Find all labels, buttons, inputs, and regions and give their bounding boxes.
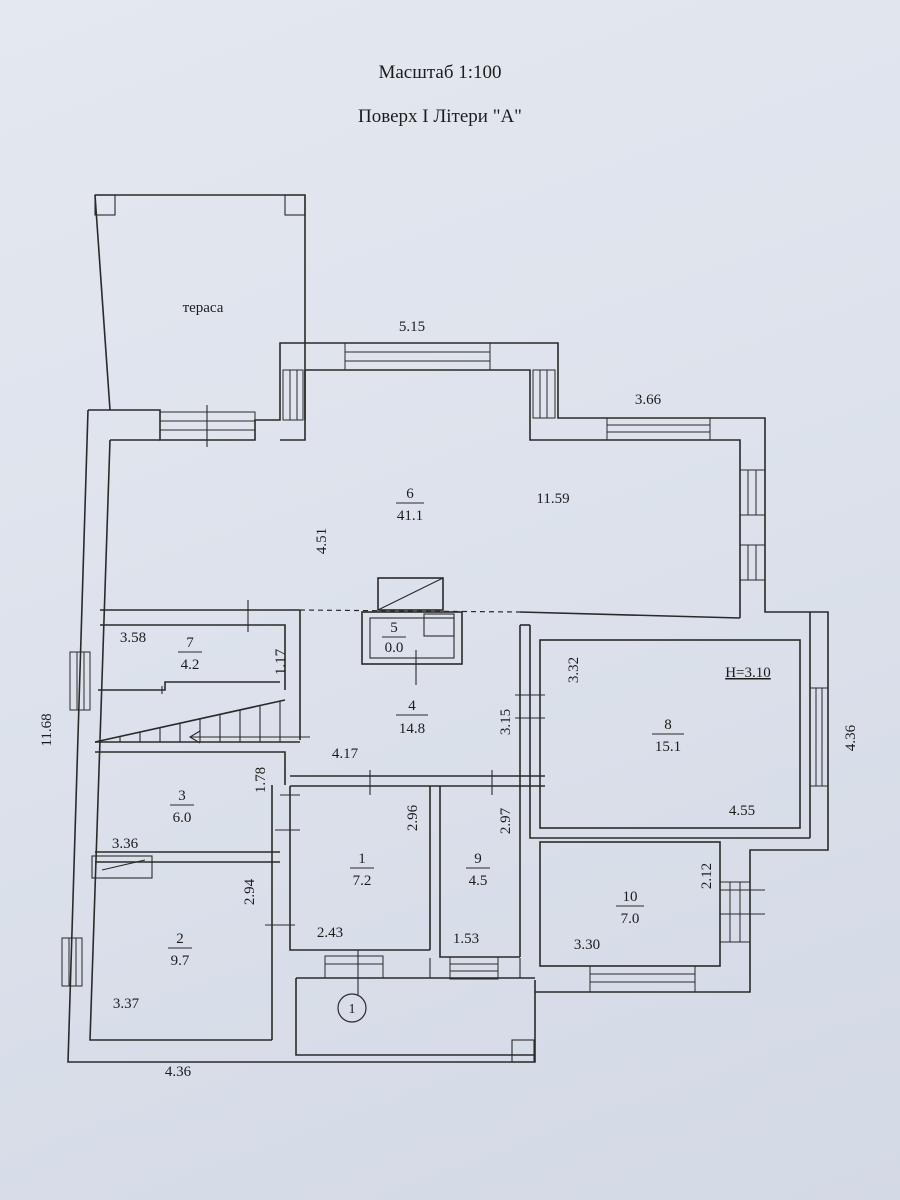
svg-text:1: 1 bbox=[358, 851, 366, 867]
dim-room3-depth: 1.78 bbox=[253, 767, 269, 793]
room-5-label: 5 0.0 bbox=[382, 620, 406, 656]
svg-text:8: 8 bbox=[664, 717, 672, 733]
svg-text:6: 6 bbox=[406, 486, 414, 502]
svg-text:9: 9 bbox=[474, 851, 482, 867]
svg-text:7.2: 7.2 bbox=[353, 873, 372, 889]
walls bbox=[67, 194, 829, 1063]
dim-overall-right: 4.36 bbox=[843, 724, 859, 751]
dim-room6-depth: 4.51 bbox=[314, 528, 330, 554]
dim-room2-depth: 2.94 bbox=[242, 878, 258, 905]
room-1-label: 1 7.2 bbox=[350, 851, 374, 889]
room-10-label: 10 7.0 bbox=[616, 889, 644, 927]
svg-text:15.1: 15.1 bbox=[655, 739, 681, 755]
dim-room7-width: 3.58 bbox=[120, 630, 146, 646]
dim-room1-depth: 2.96 bbox=[405, 804, 421, 831]
dim-top-bay: 5.15 bbox=[399, 319, 425, 335]
svg-text:0.0: 0.0 bbox=[385, 640, 404, 656]
room-2-label: 2 9.7 bbox=[168, 931, 192, 969]
windows bbox=[61, 342, 829, 993]
dim-room3-width: 3.36 bbox=[112, 836, 139, 852]
dim-room1-width: 2.43 bbox=[317, 925, 343, 941]
dim-room8-depth: 3.32 bbox=[566, 657, 582, 683]
svg-text:7: 7 bbox=[186, 635, 194, 651]
svg-text:4: 4 bbox=[408, 698, 416, 714]
svg-text:5: 5 bbox=[390, 620, 398, 636]
staircase bbox=[119, 701, 310, 744]
svg-text:14.8: 14.8 bbox=[399, 721, 425, 737]
dim-hall-width: 4.17 bbox=[332, 746, 359, 762]
dim-room9-depth: 2.97 bbox=[498, 807, 514, 834]
svg-text:4.2: 4.2 bbox=[181, 657, 200, 673]
svg-text:3: 3 bbox=[178, 788, 186, 804]
scale-label: Масштаб 1:100 bbox=[378, 62, 501, 83]
room-3-label: 3 6.0 bbox=[170, 788, 194, 826]
svg-text:6.0: 6.0 bbox=[173, 810, 192, 826]
door-marks bbox=[161, 600, 765, 995]
dim-overall-left: 11.68 bbox=[39, 713, 55, 746]
svg-text:2: 2 bbox=[176, 931, 184, 947]
room-7-label: 7 4.2 bbox=[178, 635, 202, 673]
svg-text:9.7: 9.7 bbox=[171, 953, 190, 969]
dim-room6-width: 11.59 bbox=[536, 491, 569, 507]
svg-text:1: 1 bbox=[349, 1002, 356, 1017]
room-9-label: 9 4.5 bbox=[466, 851, 490, 889]
room-4-label: 4 14.8 bbox=[396, 698, 428, 737]
room-6-label: 6 41.1 bbox=[396, 486, 424, 524]
svg-text:10: 10 bbox=[623, 889, 638, 905]
svg-text:41.1: 41.1 bbox=[397, 508, 423, 524]
dim-right-top: 3.66 bbox=[635, 392, 662, 408]
dim-overall-bottom: 4.36 bbox=[165, 1064, 192, 1080]
ceiling-height-label: H=3.10 bbox=[725, 665, 771, 681]
terrace-label: тераса bbox=[183, 300, 224, 316]
room-8-label: 8 15.1 bbox=[652, 717, 684, 755]
svg-text:7.0: 7.0 bbox=[621, 911, 640, 927]
dim-room10-depth: 2.12 bbox=[699, 863, 715, 889]
dim-room2-width: 3.37 bbox=[113, 996, 140, 1012]
dim-hall-depth: 3.15 bbox=[498, 709, 514, 735]
floor-title: Поверх І Літери "А" bbox=[358, 106, 522, 127]
dim-room8-width: 4.55 bbox=[729, 803, 755, 819]
entrance-marker: 1 bbox=[337, 993, 367, 1023]
dim-room7-depth: 1.17 bbox=[273, 648, 289, 675]
dim-room9-width: 1.53 bbox=[453, 931, 479, 947]
dim-room10-width: 3.30 bbox=[574, 937, 600, 953]
svg-text:4.5: 4.5 bbox=[469, 873, 488, 889]
